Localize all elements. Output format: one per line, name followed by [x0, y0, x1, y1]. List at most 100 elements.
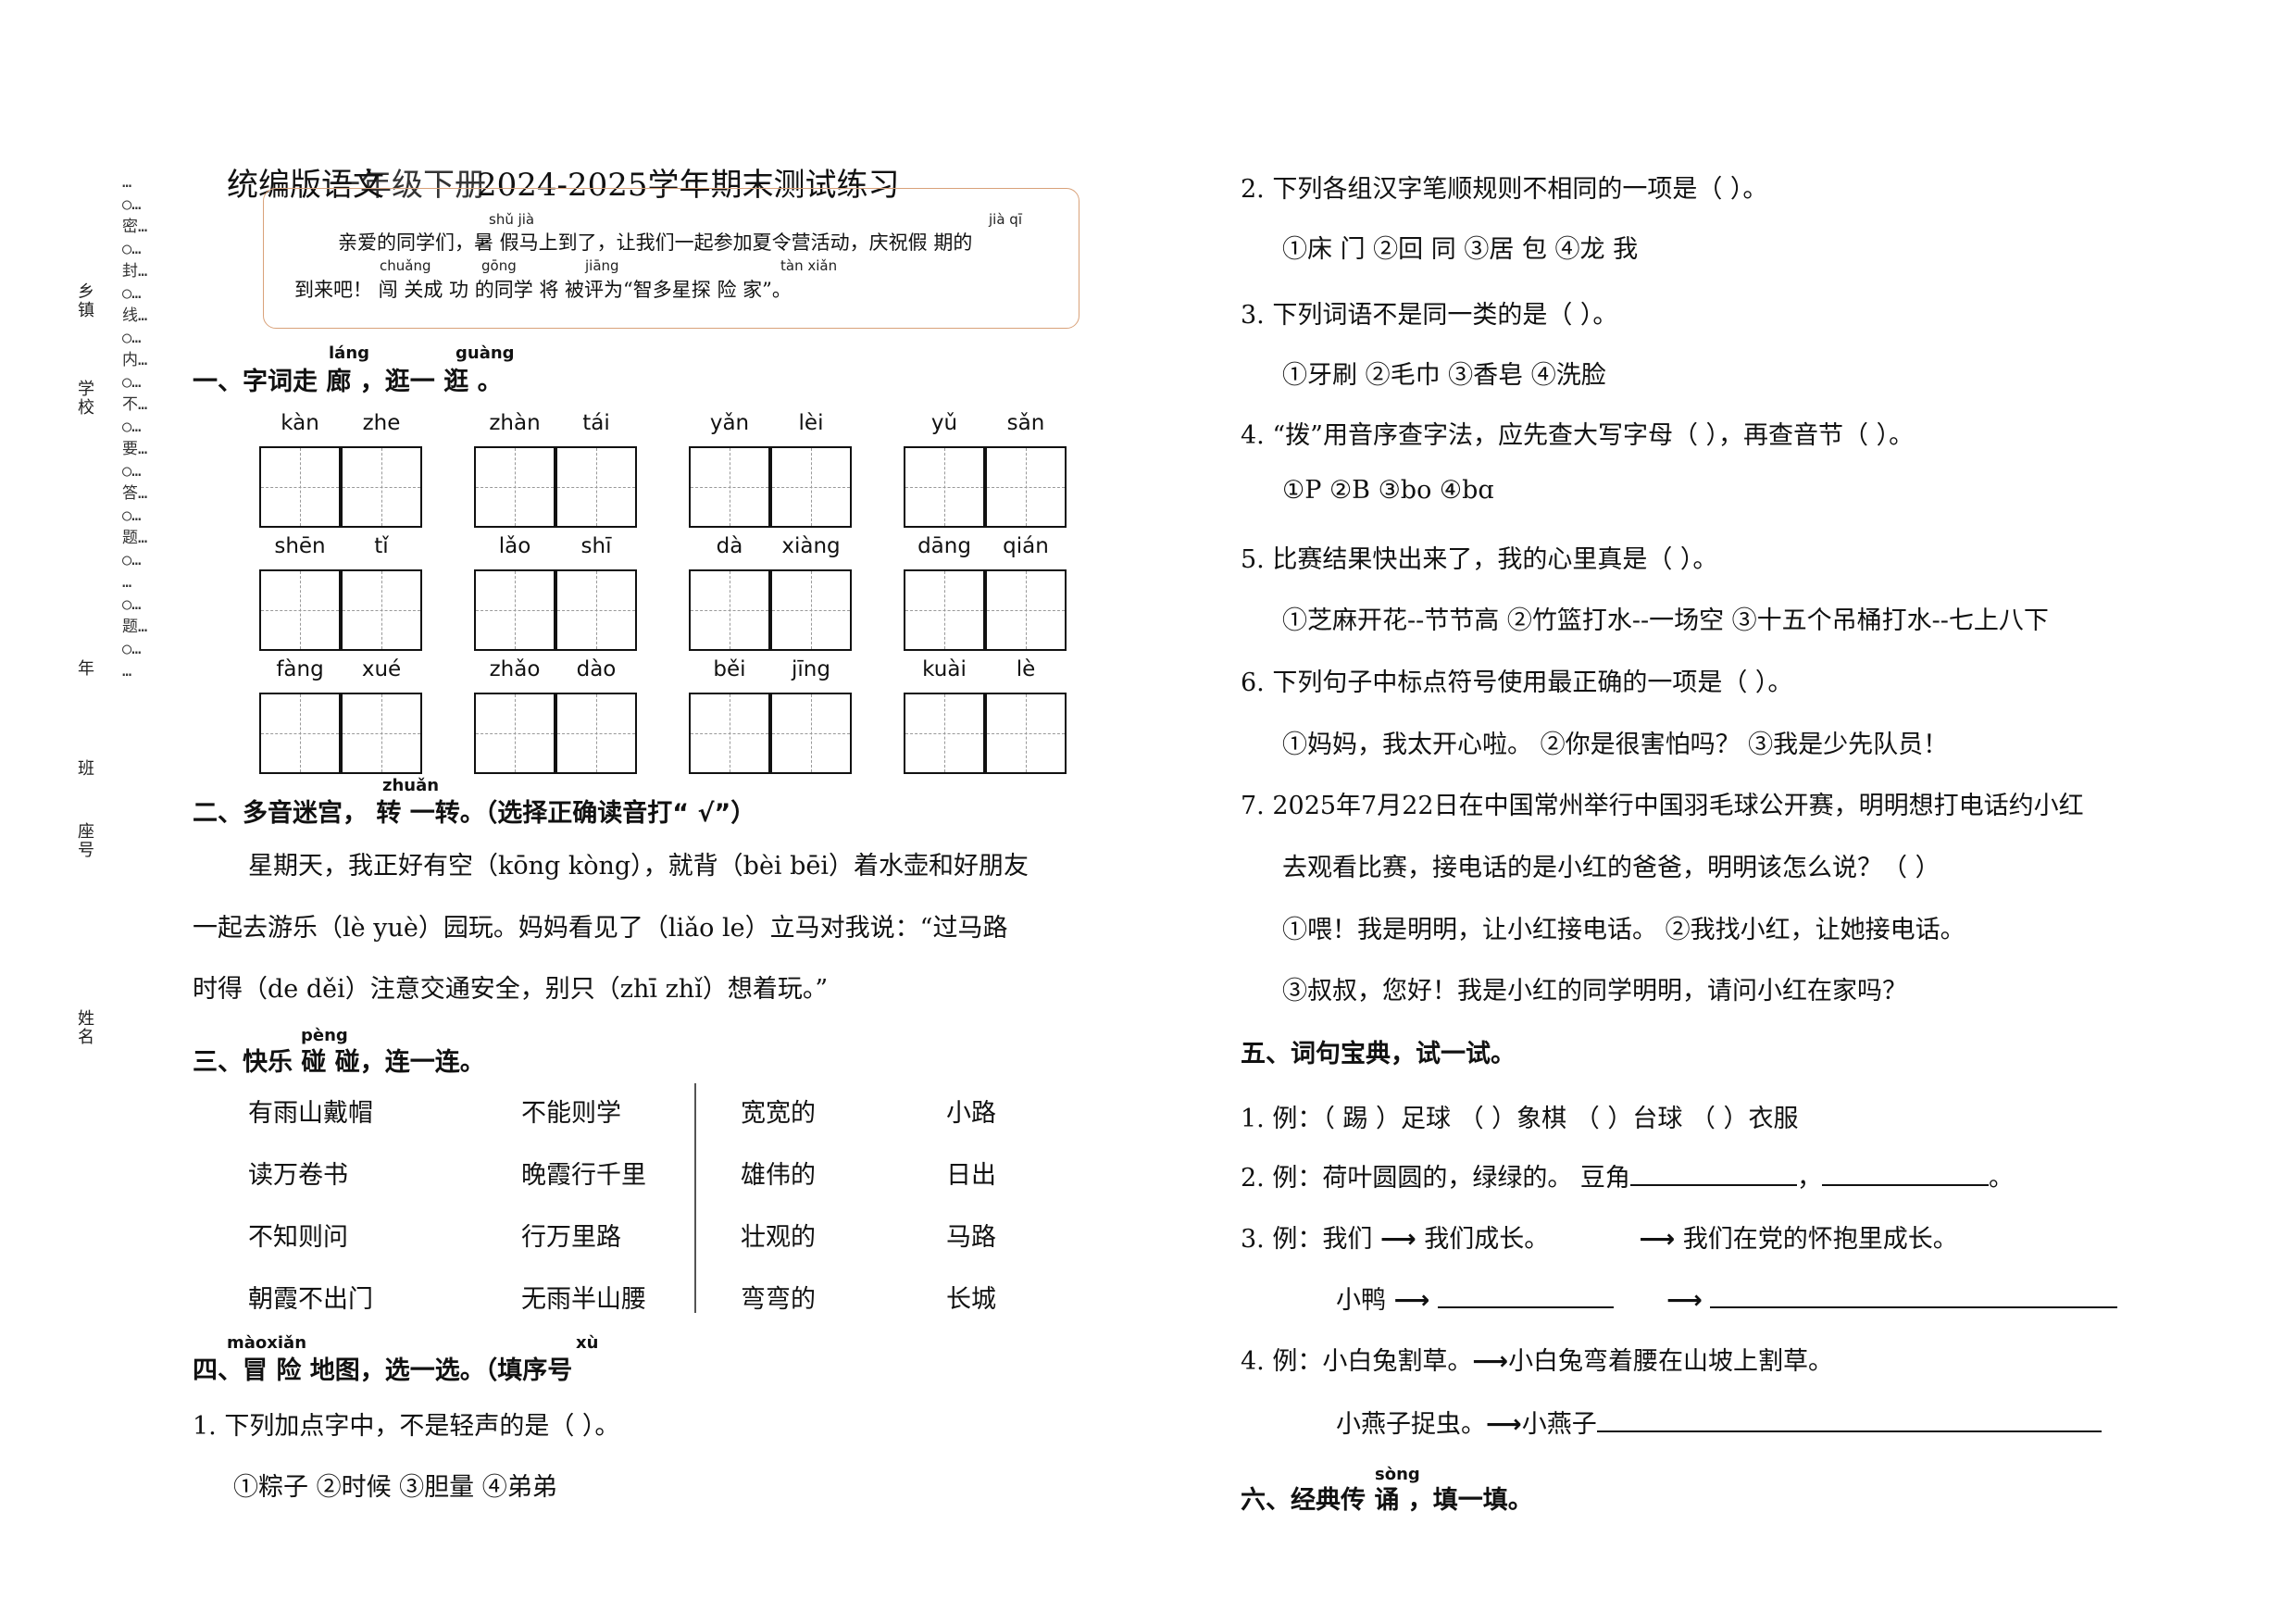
section5-line-3b: 小鸭 ⟶ ⟶ — [1336, 1280, 2118, 1316]
pinyin-jiang: jiāng — [585, 257, 619, 274]
grid-pinyin: tái — [582, 411, 610, 435]
pinyin-tanxian: tàn xiǎn — [780, 257, 838, 274]
grid-pinyin: sǎn — [1006, 411, 1045, 435]
margin-line-12: 要… — [122, 440, 148, 458]
writing-box[interactable] — [341, 693, 422, 774]
margin-line-6: 线… — [122, 306, 148, 325]
writing-box[interactable] — [689, 569, 770, 651]
pinyin-gong: gōng — [481, 257, 517, 274]
pinyin-shujia: shǔ jià — [489, 211, 535, 228]
binding-label-town: 乡镇 — [75, 282, 94, 319]
margin-line-9: ○… — [122, 373, 142, 392]
question-3: 3. 下列词语不是同一类的是（ ）。 — [1241, 301, 1618, 330]
question-7-line-2: 去观看比赛，接电话的是小红的爸爸，明明该怎么说？（ ） — [1282, 854, 1940, 882]
writing-box[interactable] — [474, 446, 555, 528]
question-3-options: ①牙刷 ②毛巾 ③香皂 ④洗脸 — [1282, 361, 1606, 390]
match-item-col3[interactable]: 弯弯的 — [741, 1285, 816, 1314]
writing-box[interactable] — [770, 693, 852, 774]
match-item-col1[interactable]: 读万卷书 — [248, 1161, 348, 1190]
writing-box[interactable] — [904, 693, 985, 774]
writing-box[interactable] — [555, 446, 637, 528]
match-item-col4[interactable]: 日出 — [946, 1161, 996, 1190]
match-item-col2[interactable]: 不能则学 — [521, 1099, 621, 1128]
section4-pinyin-xu: xù — [576, 1333, 599, 1353]
prompt-swallow: 小燕子捉虫。 — [1336, 1410, 1486, 1439]
section4-title: 四、冒 险 地图，选一选。（填序号 — [193, 1356, 573, 1385]
grid-pinyin: fàng — [276, 657, 324, 681]
grid-pinyin: qián — [1003, 534, 1049, 558]
grid-pinyin: zhàn — [489, 411, 541, 435]
match-item-col1[interactable]: 有雨山戴帽 — [248, 1099, 373, 1128]
question-1-options: ①粽子 ②时候 ③胆量 ④弟弟 — [233, 1473, 557, 1502]
answer-blank-5[interactable] — [1596, 1430, 2102, 1432]
question-4: 4. “拨”用音序查字法，应先查大写字母（ ），再查音节（ ）。 — [1241, 421, 1915, 450]
match-item-col4[interactable]: 长城 — [946, 1285, 996, 1314]
question-2-options: ①床 门 ②回 同 ③居 包 ④龙 我 — [1282, 235, 1639, 264]
answer-blank-3[interactable] — [1437, 1306, 1614, 1308]
section5-line-4b: 小燕子捉虫。⟶小燕子 — [1336, 1404, 2102, 1440]
section5-line-2: 2. 例：荷叶圆圆的，绿绿的。 豆角，。 — [1241, 1164, 2014, 1193]
writing-box[interactable] — [341, 446, 422, 528]
writing-box[interactable] — [341, 569, 422, 651]
grid-pinyin: lèi — [798, 411, 824, 435]
margin-line-13: ○… — [122, 462, 142, 481]
match-item-col1[interactable]: 不知则问 — [248, 1223, 348, 1252]
match-item-col3[interactable]: 宽宽的 — [741, 1099, 816, 1128]
answer-blank-1[interactable] — [1629, 1184, 1797, 1186]
grid-pinyin: shī — [580, 534, 612, 558]
section2-line-3: 时得（de děi）注意交通安全，别只（zhī zhǐ）想着玩。” — [193, 975, 829, 1004]
question-7-line-1: 7. 2025年7月22日在中国常州举行中国羽毛球公开赛，明明想打电话约小红 — [1241, 792, 2084, 820]
section5-line-4: 4. 例：小白兔割草。⟶小白兔弯着腰在山坡上割草。 — [1241, 1341, 1833, 1377]
writing-box[interactable] — [259, 446, 341, 528]
margin-line-5: ○… — [122, 284, 142, 303]
writing-box[interactable] — [985, 693, 1067, 774]
margin-line-7: ○… — [122, 329, 142, 347]
writing-box[interactable] — [555, 693, 637, 774]
question-6-options: ①妈妈，我太开心啦。 ②你是很害怕吗？ ③我是少先队员！ — [1282, 731, 1949, 759]
section2-line-2: 一起去游乐（lè yuè）园玩。妈妈看见了（liǎo le）立马对我说：“过马路 — [193, 914, 1008, 943]
binding-label-grade: 年 — [75, 659, 94, 678]
writing-box[interactable] — [770, 569, 852, 651]
writing-box[interactable] — [689, 446, 770, 528]
writing-box[interactable] — [259, 693, 341, 774]
question-5: 5. 比赛结果快出来了，我的心里真是（ ）。 — [1241, 545, 1718, 574]
writing-box[interactable] — [555, 569, 637, 651]
margin-line-14: 答… — [122, 484, 148, 503]
match-item-col4[interactable]: 马路 — [946, 1223, 996, 1252]
writing-box[interactable] — [474, 693, 555, 774]
matching-divider — [694, 1083, 696, 1313]
writing-box[interactable] — [770, 446, 852, 528]
writing-box[interactable] — [985, 569, 1067, 651]
writing-box[interactable] — [904, 569, 985, 651]
margin-line-21: ○… — [122, 640, 142, 658]
answer-blank-2[interactable] — [1821, 1184, 1989, 1186]
intro-line-2: 到来吧！ 闯 关成 功 的同学 将 被评为“智多星探 险 家”。 — [294, 279, 792, 301]
margin-line-10: 不… — [122, 395, 148, 414]
writing-box[interactable] — [259, 569, 341, 651]
margin-line-1: ○… — [122, 195, 142, 214]
match-item-col2[interactable]: 行万里路 — [521, 1223, 621, 1252]
grid-pinyin: xué — [361, 657, 402, 681]
answer-blank-4[interactable] — [1710, 1306, 2118, 1308]
section5-title: 五、词句宝典，试一试。 — [1241, 1040, 1516, 1068]
title-grade: 一年级下册 — [329, 167, 486, 204]
writing-box[interactable] — [474, 569, 555, 651]
writing-box[interactable] — [689, 693, 770, 774]
grid-pinyin: běi — [713, 657, 746, 681]
match-item-col1[interactable]: 朝霞不出门 — [248, 1285, 373, 1314]
intro-line-1: 亲爱的同学们，暑 假马上到了，让我们一起参加夏令营活动，庆祝假 期的 — [338, 231, 973, 254]
grid-pinyin: yǔ — [930, 411, 958, 435]
match-item-col3[interactable]: 雄伟的 — [741, 1161, 816, 1190]
match-item-col3[interactable]: 壮观的 — [741, 1223, 816, 1252]
margin-line-18: … — [122, 573, 132, 592]
match-item-col2[interactable]: 晚霞行千里 — [521, 1161, 646, 1190]
grid-pinyin: kàn — [281, 411, 319, 435]
writing-box[interactable] — [985, 446, 1067, 528]
writing-box[interactable] — [904, 446, 985, 528]
match-item-col2[interactable]: 无雨半山腰 — [521, 1285, 646, 1314]
margin-line-19: ○… — [122, 595, 142, 614]
grid-pinyin: tǐ — [374, 534, 389, 558]
margin-line-20: 题… — [122, 618, 148, 636]
binding-label-name: 姓名 — [75, 1009, 94, 1046]
match-item-col4[interactable]: 小路 — [946, 1099, 996, 1128]
